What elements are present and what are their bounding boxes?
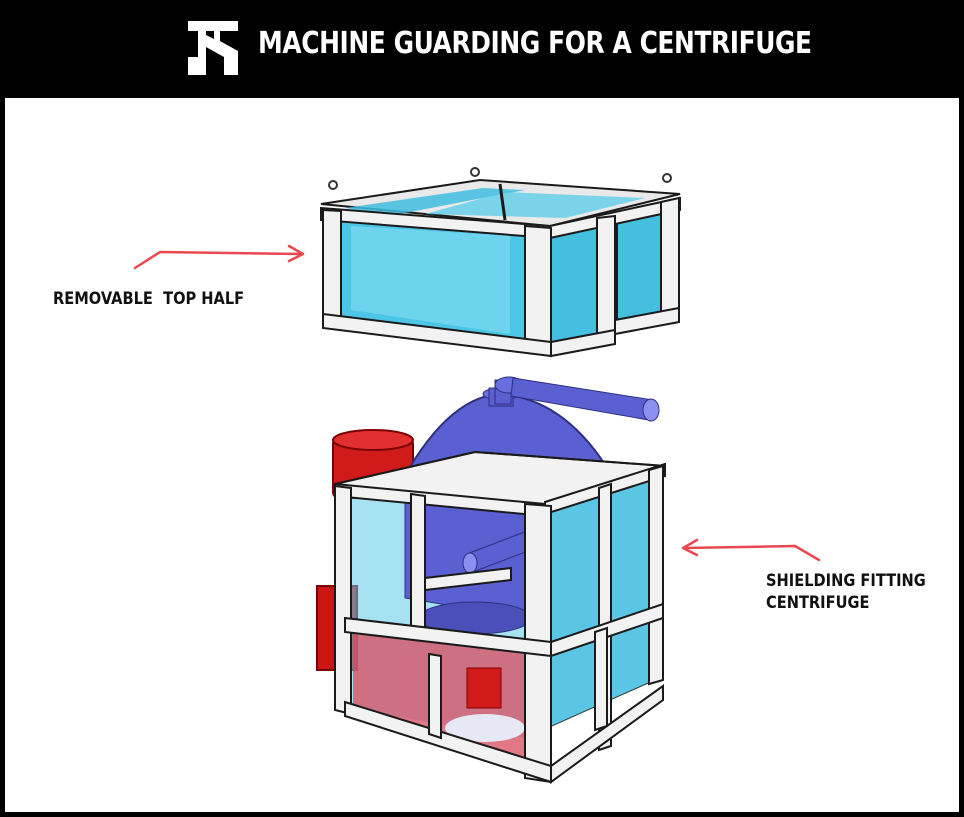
label-shielding-line-2: CENTRIFUGE bbox=[766, 593, 870, 613]
diagram-illustration bbox=[133, 167, 821, 784]
arrow-to-top-half bbox=[133, 244, 305, 270]
arrow-to-shielding bbox=[681, 538, 821, 562]
brand-logo-icon bbox=[188, 21, 238, 75]
header-bar: MACHINE GUARDING FOR A CENTRIFUGE bbox=[0, 0, 964, 98]
label-removable-top-half: REMOVABLE TOP HALF bbox=[53, 289, 245, 309]
label-shielding-line-1: SHIELDING FITTING bbox=[766, 571, 926, 591]
removable-top-half bbox=[320, 167, 681, 358]
page-title: MACHINE GUARDING FOR A CENTRIFUGE bbox=[258, 26, 812, 61]
shielding-enclosure bbox=[316, 376, 666, 784]
